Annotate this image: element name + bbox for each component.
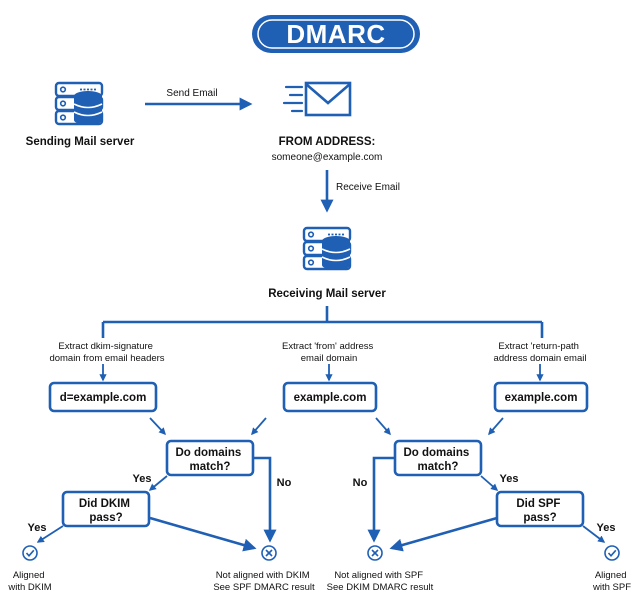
receive-email-label: Receive Email [336, 182, 400, 193]
extract-return-path-label: Extract 'return-path address domain emai… [494, 341, 587, 364]
no-label-right-match: No [353, 477, 368, 489]
title-badge: DMARC [252, 15, 420, 53]
check-icon [22, 545, 38, 561]
svg-text:Did DKIM pass?: Did DKIM pass? [79, 498, 133, 524]
decision-spf-pass: Did SPF pass? [495, 490, 585, 528]
cross-icon [367, 545, 383, 561]
outcome-not-aligned-dkim: Not aligned with DKIM See SPF DMARC resu… [213, 570, 315, 593]
cross-icon [261, 545, 277, 561]
yes-label-spf: Yes [597, 522, 616, 534]
svg-text:Do domains match?: Do domains match? [175, 447, 244, 473]
svg-text:Did SPF pass?: Did SPF pass? [516, 498, 563, 524]
from-address-heading: FROM ADDRESS: [279, 136, 376, 148]
yes-label-right-match: Yes [500, 473, 519, 485]
page-title: DMARC [286, 19, 385, 49]
svg-text:Do domains match?: Do domains match? [403, 447, 472, 473]
decision-right-domains-match: Do domains match? [393, 439, 483, 477]
svg-text:example.com: example.com [294, 392, 367, 404]
decision-left-domains-match: Do domains match? [165, 439, 255, 477]
extract-from-label: Extract 'from' address email domain [282, 341, 376, 364]
receiving-server-label: Receiving Mail server [268, 288, 386, 300]
domain-box-dkim: d=example.com [48, 381, 158, 413]
extract-dkim-label: Extract dkim-signature domain from email… [49, 341, 164, 364]
from-address-value: someone@example.com [272, 152, 383, 163]
no-label-left-match: No [277, 477, 292, 489]
domain-box-return-path: example.com [493, 381, 589, 413]
domain-to-decision-arrows [149, 417, 504, 436]
distribution-lines [101, 306, 544, 338]
envelope-icon [282, 81, 352, 117]
outcome-aligned-spf: Aligned with SPF [592, 570, 631, 593]
decision-flow-arrows [36, 456, 606, 552]
svg-text:d=example.com: d=example.com [60, 392, 147, 404]
domain-box-from: example.com [282, 381, 378, 413]
server-stack-icon [54, 81, 104, 127]
extract-arrows [99, 364, 544, 382]
sending-server-label: Sending Mail server [26, 136, 135, 148]
outcome-not-aligned-spf: Not aligned with SPF See DKIM DMARC resu… [327, 570, 434, 593]
decision-dkim-pass: Did DKIM pass? [61, 490, 151, 528]
send-email-label: Send Email [166, 88, 217, 99]
yes-label-left-match: Yes [133, 473, 152, 485]
server-stack-icon [302, 226, 352, 272]
yes-label-dkim: Yes [28, 522, 47, 534]
svg-text:example.com: example.com [505, 392, 578, 404]
outcome-aligned-dkim: Aligned with DKIM [7, 570, 51, 593]
check-icon [604, 545, 620, 561]
